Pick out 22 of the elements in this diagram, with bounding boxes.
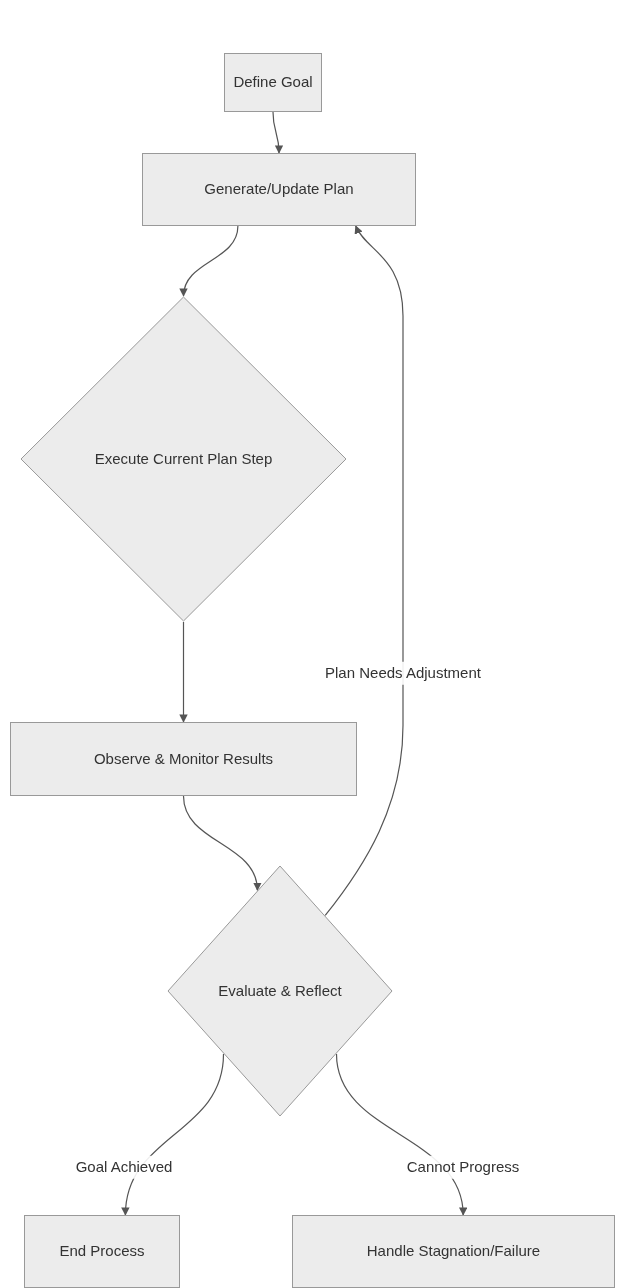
node-label: Observe & Monitor Results (92, 748, 275, 769)
arrow (182, 795, 261, 892)
process-box (292, 1215, 615, 1288)
decision-diamond (167, 865, 393, 1117)
process-box (224, 53, 322, 112)
node-label: Generate/Update Plan (203, 179, 355, 200)
process-box (24, 1215, 180, 1288)
node-label: Handle Stagnation/Failure (365, 1241, 542, 1262)
edge-label: Cannot Progress (404, 1155, 522, 1179)
edge-label: Plan Needs Adjustment (323, 661, 483, 685)
arrow (180, 225, 239, 297)
process-box (10, 722, 357, 796)
node-label: Execute Current Plan Step (93, 448, 274, 469)
node-label: Evaluate & Reflect (217, 980, 343, 1001)
process-box (142, 153, 416, 226)
arrow (324, 225, 404, 916)
node-label: End Process (58, 1241, 146, 1262)
edge-label: Goal Achieved (73, 1155, 175, 1179)
node-label: Define Goal (232, 72, 314, 93)
decision-diamond (20, 296, 347, 622)
arrow (272, 111, 283, 154)
arrow (179, 621, 188, 723)
